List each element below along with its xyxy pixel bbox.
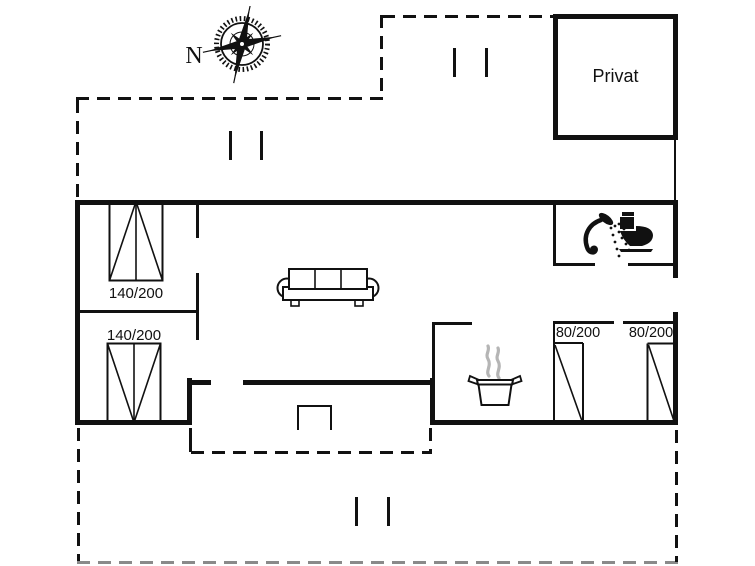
opening-mark [229,131,232,160]
bedroom-wall-lower [196,273,199,340]
kitchen-stub-wall-v [432,322,435,380]
sofa-icon [276,268,380,307]
terrace-upper-dashed-edge [76,97,383,100]
bed-140x200-a [108,200,164,282]
bathroom-wall-bottom-a [553,263,595,266]
bed-label: 140/200 [106,327,162,344]
bed-label: 80/200 [555,325,601,341]
bed-niche-wall-a [553,321,614,324]
terrace-upper-dashed-side [76,100,79,202]
toilet-icon [619,212,653,252]
terrace-top-dashed-side [380,15,383,99]
opening-mark [387,497,390,526]
kitchen-stub-wall-h [432,322,472,325]
terrace-top-dashed-edge [382,15,553,18]
bedroom-divider-wall [78,310,199,313]
bed-label: 80/200 [628,325,674,341]
living-room-south-wall [243,380,435,385]
outer-wall-right-lower [673,312,678,425]
entrance-step-right [330,405,332,430]
terrace-bottom-dashed-edge [77,561,678,564]
bed-label: 140/200 [108,285,164,302]
bed-niche-wall-b [623,321,678,324]
privat-connector-wall [674,140,676,200]
cooking-pot-icon [467,344,523,406]
steam [485,344,491,378]
entrance-step-left [297,405,299,430]
recess-terrace-side-right [429,428,432,452]
terrace-bottom-dashed-left [77,428,80,563]
north-label: N [185,43,203,69]
recess-terrace-dashed-edge [191,451,432,454]
opening-mark [485,48,488,77]
compass-rose-icon [202,6,282,84]
steam [495,346,501,380]
outer-wall-left [75,200,80,425]
bed-80x200-a [553,321,584,423]
bed-80x200-b [646,342,676,423]
recess-terrace-side-left [189,428,192,452]
opening-mark [453,48,456,77]
bedroom-wall-upper [196,202,199,238]
opening-mark [355,497,358,526]
bathroom-wall-left [553,205,556,266]
kitchen-corner-wall [430,378,435,425]
entry-corner-wall [187,378,192,425]
entrance-step-top [297,405,332,407]
entry-stub-wall [187,380,211,385]
terrace-bottom-dashed-right [675,430,678,562]
room-label-privat: Privat [592,66,639,86]
outer-wall-top [75,200,678,205]
bed-140x200-b [106,342,162,424]
private-room [553,14,678,140]
outer-wall-right-upper [673,200,678,278]
opening-mark [260,131,263,160]
bathroom-wall-bottom-b [628,263,673,266]
